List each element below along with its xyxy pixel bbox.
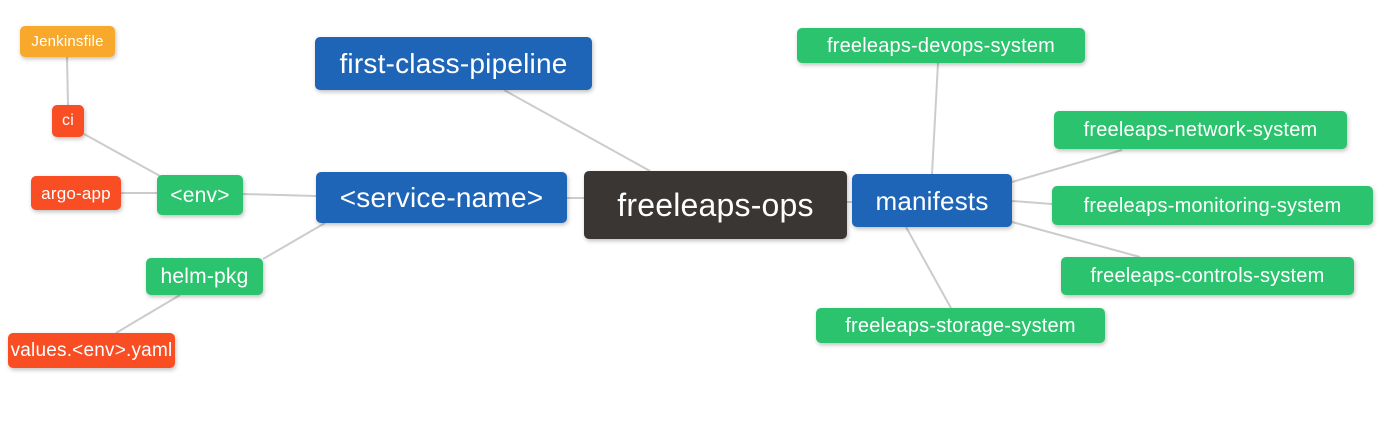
edge-jenkinsfile-ci <box>66 56 69 106</box>
edge-manifests-network-system <box>1011 149 1123 183</box>
node-manifests[interactable]: manifests <box>852 174 1012 227</box>
node-ci[interactable]: ci <box>52 105 84 137</box>
node-monitoring-system[interactable]: freeleaps-monitoring-system <box>1052 186 1373 225</box>
edge-helm-pkg-values-env-yaml <box>115 294 181 334</box>
node-storage-system[interactable]: freeleaps-storage-system <box>816 308 1105 343</box>
edge-manifests-monitoring-system <box>1011 200 1053 205</box>
edge-first-class-pipeline-freeleaps-ops <box>503 89 651 172</box>
node-argo-app[interactable]: argo-app <box>31 176 121 210</box>
node-service-name[interactable]: <service-name> <box>316 172 567 223</box>
edge-devops-system-manifests <box>931 62 939 175</box>
node-controls-system[interactable]: freeleaps-controls-system <box>1061 257 1354 295</box>
node-helm-pkg[interactable]: helm-pkg <box>146 258 263 295</box>
edge-service-name-helm-pkg <box>262 222 326 260</box>
edge-manifests-storage-system <box>905 226 952 309</box>
node-devops-system[interactable]: freeleaps-devops-system <box>797 28 1085 63</box>
node-freeleaps-ops[interactable]: freeleaps-ops <box>584 171 847 239</box>
node-values-env-yaml[interactable]: values.<env>.yaml <box>8 333 175 368</box>
node-network-system[interactable]: freeleaps-network-system <box>1054 111 1347 149</box>
node-jenkinsfile[interactable]: Jenkinsfile <box>20 26 115 57</box>
node-first-class-pipeline[interactable]: first-class-pipeline <box>315 37 592 90</box>
edge-ci-env <box>83 133 161 177</box>
node-env[interactable]: <env> <box>157 175 243 215</box>
edge-manifests-controls-system <box>1011 221 1141 258</box>
edge-env-service-name <box>242 193 317 197</box>
